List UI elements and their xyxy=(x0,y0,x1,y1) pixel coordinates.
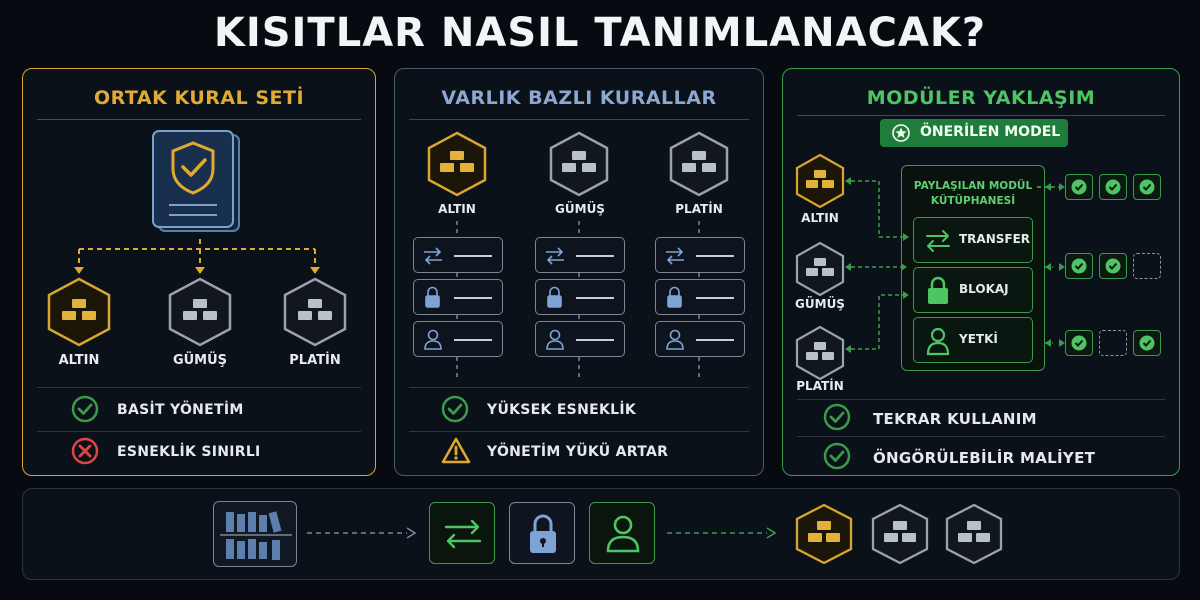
rule-user xyxy=(413,321,503,357)
empty-box xyxy=(1133,253,1161,279)
panel-modular-approach: MODÜLER YAKLAŞIM ÖNERİLEN MODEL ALTIN GÜ… xyxy=(782,68,1180,476)
silver-bars-icon xyxy=(168,277,232,347)
star-icon xyxy=(892,124,910,142)
check-box xyxy=(1133,330,1161,356)
check-icon xyxy=(823,403,851,431)
divider xyxy=(37,431,361,432)
rule-transfer xyxy=(413,237,503,273)
user-icon xyxy=(926,327,950,356)
divider xyxy=(409,119,749,120)
tree-connector xyxy=(74,239,320,274)
metal-label-platinum: PLATİN xyxy=(289,353,341,368)
metal-label-silver: GÜMÜŞ xyxy=(172,353,228,368)
check-box xyxy=(1099,253,1127,279)
lock-icon xyxy=(530,514,556,553)
user-icon xyxy=(606,515,640,553)
rule-transfer xyxy=(655,237,745,273)
rule-connectors xyxy=(456,221,700,379)
module-label: BLOKAJ xyxy=(959,282,1009,296)
rule-user xyxy=(655,321,745,357)
check-icon xyxy=(441,395,469,423)
warning-icon xyxy=(441,437,471,464)
silver-bars-icon xyxy=(795,241,845,297)
divider xyxy=(37,119,361,120)
panel-title: ORTAK KURAL SETİ xyxy=(93,87,305,109)
check-box xyxy=(1065,253,1093,279)
recommended-badge: ÖNERİLEN MODEL xyxy=(880,119,1068,147)
module-blokaj: BLOKAJ xyxy=(913,267,1033,313)
platinum-bars-icon xyxy=(283,277,347,347)
module-transfer: TRANSFER xyxy=(913,217,1033,263)
gold-bars-icon xyxy=(427,131,487,197)
rule-lock xyxy=(413,279,503,315)
flow-arrow xyxy=(667,527,777,539)
warn-text: YÖNETİM YÜKÜ ARTAR xyxy=(487,444,669,460)
check-box xyxy=(1133,174,1161,200)
panel-asset-based-rules: VARLIK BAZLI KURALLAR ALTIN GÜMÜŞ PLATİN xyxy=(394,68,764,476)
check-box xyxy=(1099,174,1127,200)
gold-bars-icon xyxy=(795,503,853,565)
platinum-bars-icon xyxy=(945,503,1003,565)
divider xyxy=(37,387,361,388)
page-title: KISITLAR NASIL TANIMLANACAK? xyxy=(213,10,987,56)
shield-book-icon xyxy=(152,130,240,232)
platinum-bars-icon xyxy=(795,325,845,381)
silver-bars-icon xyxy=(871,503,929,565)
check-icon xyxy=(823,442,851,470)
library-icon xyxy=(213,501,297,567)
module-connectors xyxy=(845,177,1065,353)
gold-bars-icon xyxy=(47,277,111,347)
metal-label-gold: ALTIN xyxy=(438,202,476,216)
pro-text: BASİT YÖNETİM xyxy=(117,402,244,418)
pro-text: YÜKSEK ESNEKLİK xyxy=(487,402,636,418)
metal-label-silver: GÜMÜŞ xyxy=(795,297,845,311)
module-label: TRANSFER xyxy=(959,232,1031,246)
gold-bars-icon xyxy=(795,153,845,209)
panel-common-ruleset: ORTAK KURAL SETİ xyxy=(22,68,376,476)
check-box xyxy=(1065,174,1093,200)
module-label: YETKİ xyxy=(959,332,998,346)
metal-label-platinum: PLATİN xyxy=(796,379,844,393)
panel-title: VARLIK BAZLI KURALLAR xyxy=(441,87,717,109)
library-title: PAYLAŞILAN MODÜL KÜTÜPHANESİ xyxy=(901,179,1045,209)
library-title-line2: KÜTÜPHANESİ xyxy=(930,195,1016,207)
divider xyxy=(797,115,1165,116)
transfer-icon xyxy=(444,519,482,549)
metal-label-silver: GÜMÜŞ xyxy=(555,202,605,216)
flow-arrow xyxy=(307,527,417,539)
check-icon xyxy=(71,395,99,423)
pro-text-1: TEKRAR KULLANIM xyxy=(873,410,1037,428)
metal-label-gold: ALTIN xyxy=(58,353,100,368)
module-yetki: YETKİ xyxy=(913,317,1033,363)
con-text: ESNEKLİK SINIRLI xyxy=(117,444,261,460)
library-title-line1: PAYLAŞILAN MODÜL xyxy=(913,180,1033,192)
badge-label: ÖNERİLEN MODEL xyxy=(920,124,1061,140)
metal-label-platinum: PLATİN xyxy=(675,202,723,216)
lock-icon xyxy=(928,276,948,304)
x-icon xyxy=(71,437,99,465)
silver-bars-icon xyxy=(549,131,609,197)
rule-transfer xyxy=(535,237,625,273)
divider xyxy=(797,399,1165,400)
check-box xyxy=(1065,330,1093,356)
transfer-icon xyxy=(926,230,950,252)
empty-box xyxy=(1099,330,1127,356)
divider xyxy=(797,436,1165,437)
platinum-bars-icon xyxy=(669,131,729,197)
metal-label-gold: ALTIN xyxy=(801,211,839,225)
divider xyxy=(409,387,749,388)
panel-title: MODÜLER YAKLAŞIM xyxy=(866,87,1096,109)
rule-lock xyxy=(535,279,625,315)
rule-user xyxy=(535,321,625,357)
rule-lock xyxy=(655,279,745,315)
lock-tile xyxy=(509,502,575,564)
flow-strip xyxy=(22,488,1180,580)
user-tile xyxy=(589,502,655,564)
pro-text-2: ÖNGÖRÜLEBİLİR MALİYET xyxy=(873,449,1096,467)
transfer-tile xyxy=(429,502,495,564)
divider xyxy=(409,431,749,432)
